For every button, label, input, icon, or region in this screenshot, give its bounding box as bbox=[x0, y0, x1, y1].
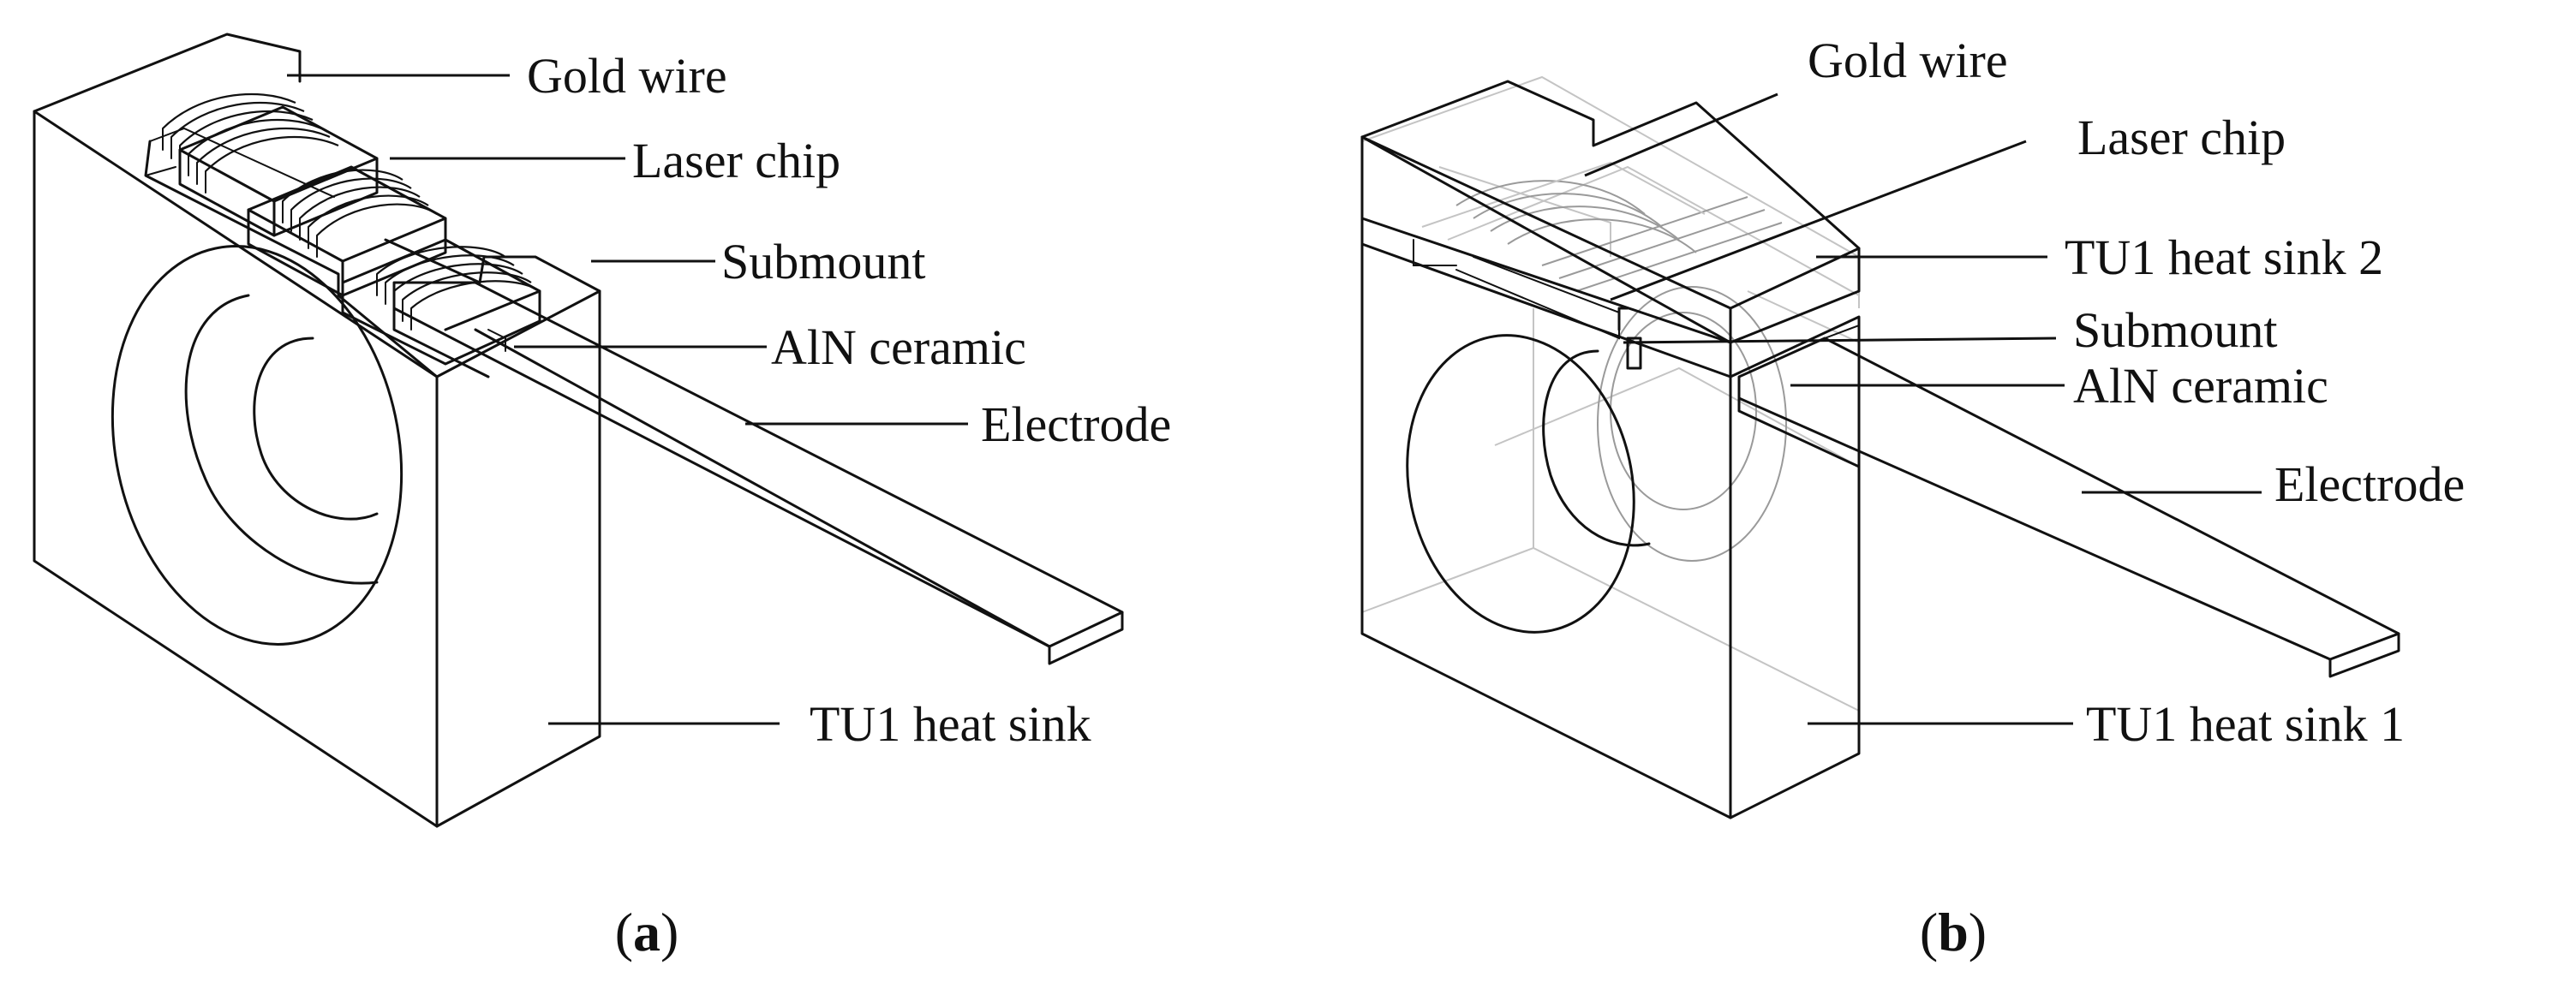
panel-a-leaders bbox=[287, 74, 968, 725]
panel-b: Gold wire Laser chip TU1 heat sink 2 Sub… bbox=[1360, 33, 2465, 962]
panel-a-heat-sink-body bbox=[33, 33, 601, 828]
label-a-submount: Submount bbox=[721, 234, 926, 289]
panel-a-through-hole bbox=[111, 245, 403, 646]
panel-a-gold-wires bbox=[162, 92, 541, 331]
panel-b-electrode bbox=[1737, 325, 2400, 678]
panel-a-electrode bbox=[392, 281, 1124, 665]
panel-b-through-hole bbox=[1406, 334, 1651, 634]
label-b-gold-wire: Gold wire bbox=[1808, 33, 2008, 88]
caption-b: (b) bbox=[1920, 902, 1987, 962]
label-b-laser-chip: Laser chip bbox=[2077, 110, 2286, 165]
label-b-aln-ceramic: AlN ceramic bbox=[2073, 358, 2328, 414]
label-a-aln-ceramic: AlN ceramic bbox=[771, 319, 1026, 375]
label-a-heat-sink: TU1 heat sink bbox=[810, 696, 1091, 752]
panel-a: Gold wire Laser chip Submount AlN cerami… bbox=[33, 33, 1171, 962]
label-a-electrode: Electrode bbox=[981, 396, 1171, 452]
label-b-submount: Submount bbox=[2073, 302, 2278, 358]
label-b-electrode: Electrode bbox=[2274, 456, 2465, 512]
caption-a: (a) bbox=[615, 902, 679, 962]
label-b-heat-sink-1: TU1 heat sink 1 bbox=[2086, 696, 2405, 752]
label-a-gold-wire: Gold wire bbox=[527, 48, 727, 104]
label-b-heat-sink-2: TU1 heat sink 2 bbox=[2065, 229, 2383, 285]
label-a-laser-chip: Laser chip bbox=[632, 133, 840, 188]
panel-b-submount bbox=[1626, 337, 1642, 370]
panel-b-leaders bbox=[1584, 92, 2262, 725]
panel-b-heat-sink-1 bbox=[1360, 217, 1861, 819]
